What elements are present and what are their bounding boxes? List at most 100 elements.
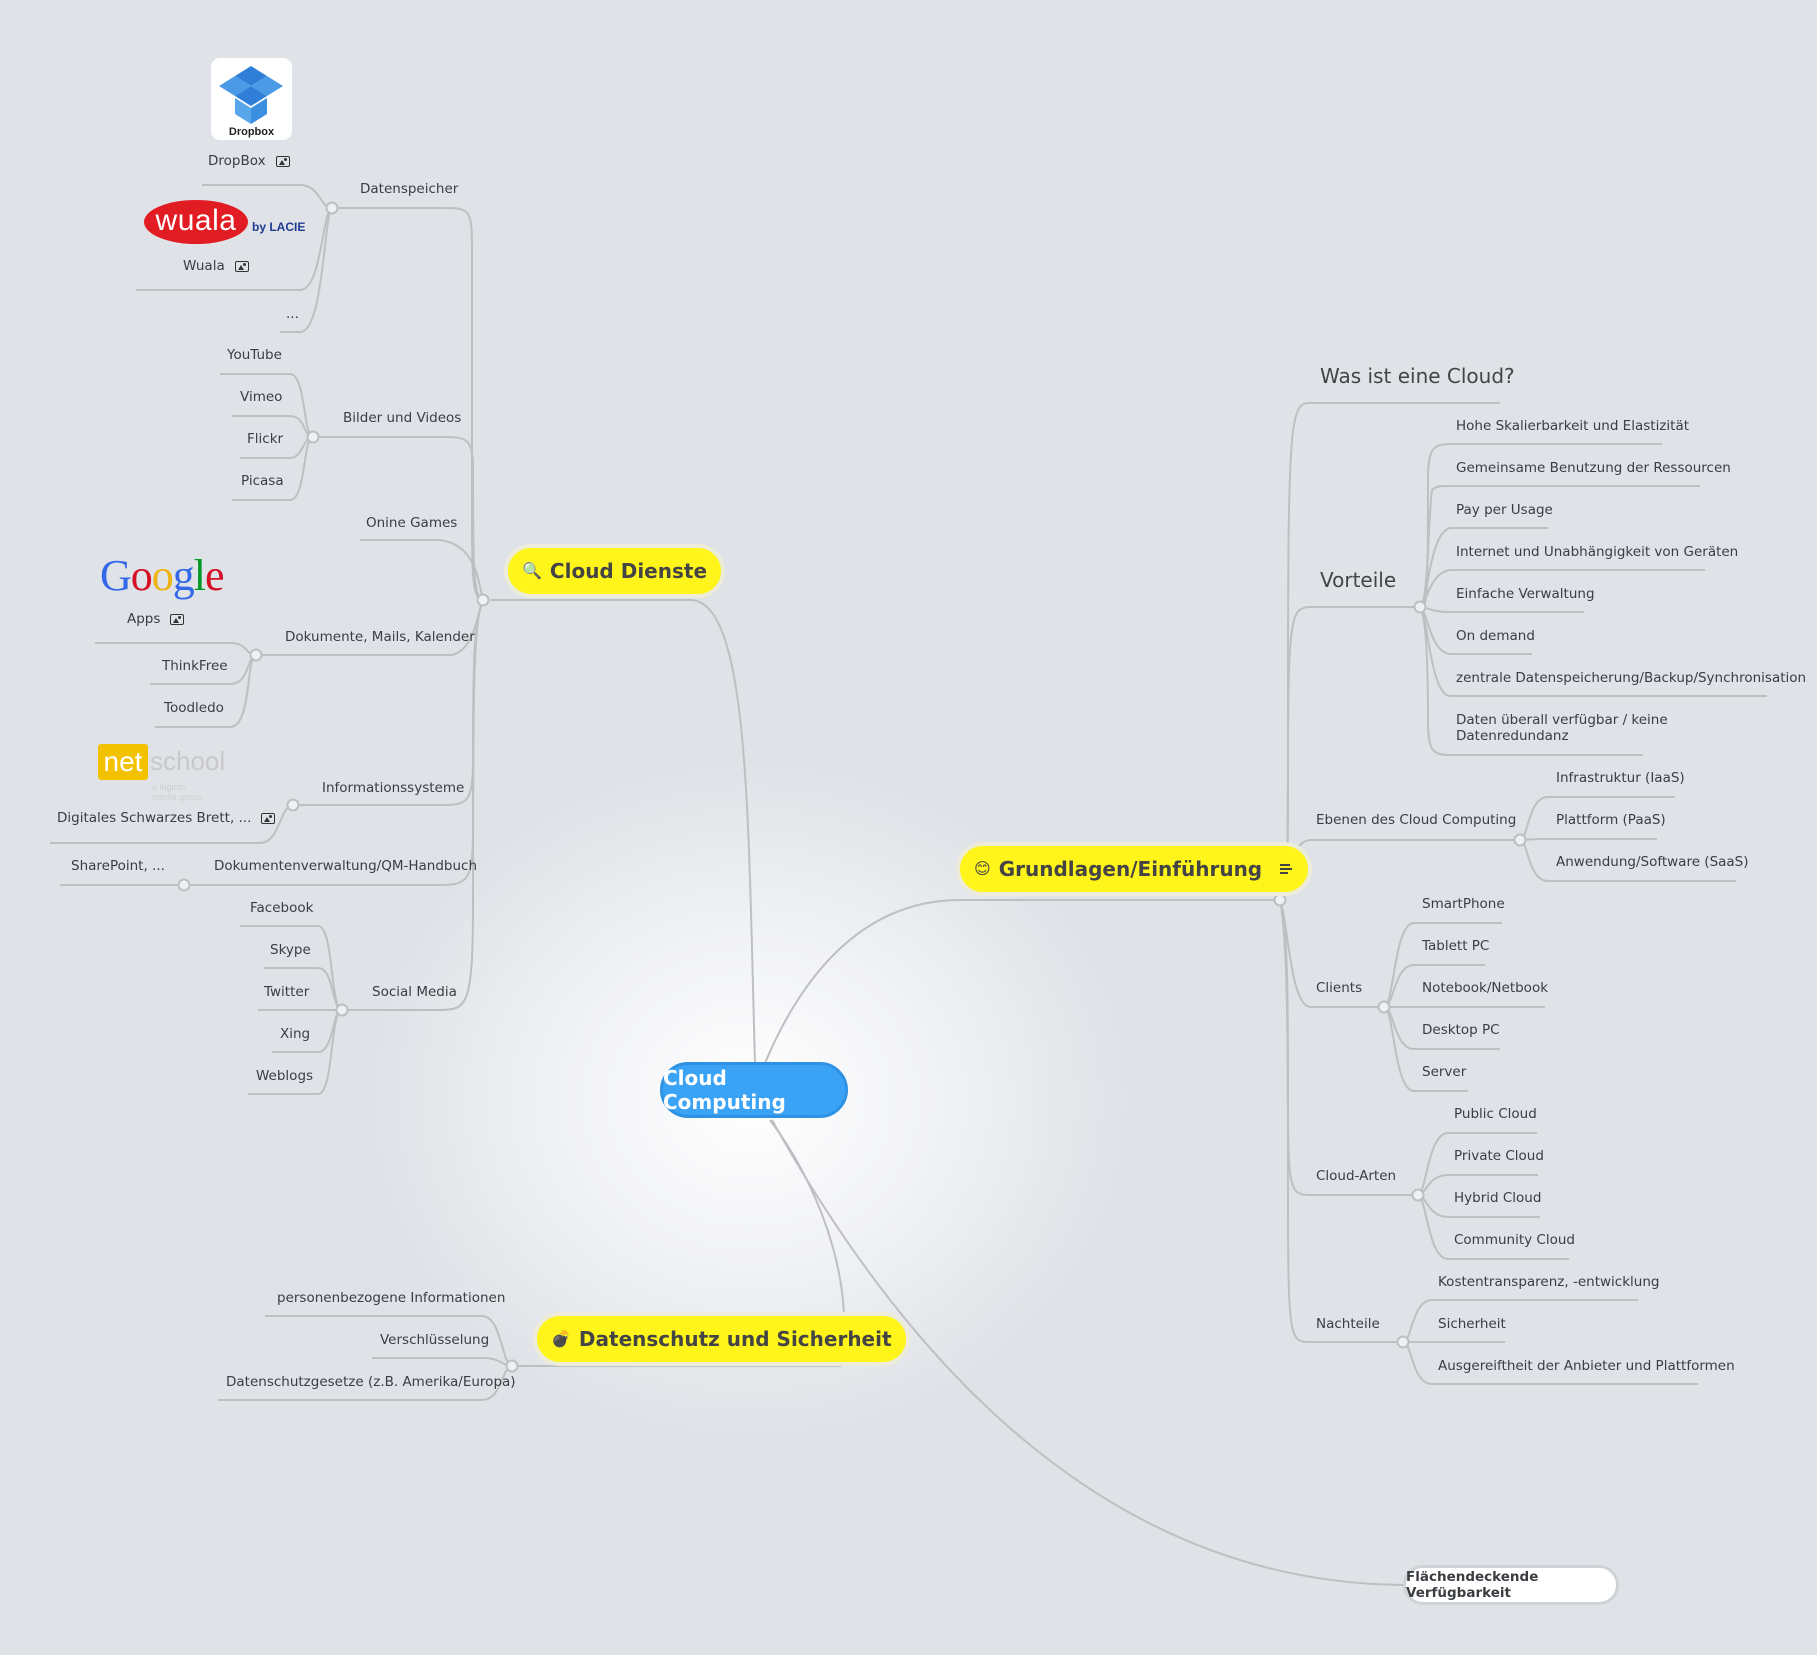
netschool-logo-text: school [150,746,226,776]
node-datenspeicher[interactable]: Datenspeicher [360,181,459,197]
node-kostentransparenz[interactable]: Kostentransparenz, -entwicklung [1438,1274,1660,1290]
node-clients[interactable]: Clients [1316,980,1363,996]
node-vorteil-1[interactable]: Hohe Skalierbarkeit und Elastizität [1456,418,1690,434]
node-smartphone[interactable]: SmartPhone [1422,896,1505,912]
node-informationssysteme[interactable]: Informationssysteme [322,780,465,796]
node-vorteil-2[interactable]: Gemeinsame Benutzung der Ressourcen [1456,460,1731,476]
node-sharepoint[interactable]: SharePoint, ... [71,858,165,874]
node-community-cloud[interactable]: Community Cloud [1454,1232,1575,1248]
dropbox-logo-text: Dropbox [228,126,275,138]
node-toodledo[interactable]: Toodledo [164,700,224,716]
image-icon[interactable] [261,812,276,824]
node-dokumentenverwaltung[interactable]: Dokumentenverwaltung/QM-Handbuch [214,858,478,874]
node-vorteil-7[interactable]: zentrale Datenspeicherung/Backup/Synchro… [1456,670,1807,686]
node-public-cloud[interactable]: Public Cloud [1454,1106,1537,1122]
topic-label: Flächendeckende Verfügbarkeit [1406,1569,1539,1601]
connector-cd-games [360,539,484,601]
node-datenschutzgesetze[interactable]: Datenschutzgesetze (z.B. Amerika/Europa) [226,1374,516,1390]
node-nachteile[interactable]: Nachteile [1316,1316,1380,1332]
topic-verfuegbarkeit[interactable]: Flächendeckende Verfügbarkeit [1403,1565,1619,1605]
apps-label: Apps [127,611,161,627]
connector-root-grundlagen [764,899,1280,1064]
node-weblogs[interactable]: Weblogs [256,1068,314,1084]
node-dokumente[interactable]: Dokumente, Mails, Kalender [285,629,475,645]
node-thinkfree[interactable]: ThinkFree [162,658,228,674]
node-private-cloud[interactable]: Private Cloud [1454,1148,1544,1164]
connector-cd-datenspeicher [332,207,484,601]
topic-cloud-dienste[interactable]: 🔍 Cloud Dienste [504,544,726,598]
connector-cd-bilder [313,436,484,601]
node-vorteil-8-line1[interactable]: Daten überall verfügbar / keine [1456,712,1668,728]
node-wuala[interactable]: Wuala [183,258,249,274]
node-twitter[interactable]: Twitter [264,984,310,1000]
node-cloud-arten[interactable]: Cloud-Arten [1316,1168,1397,1184]
node-vimeo[interactable]: Vimeo [240,389,283,405]
node-facebook[interactable]: Facebook [250,900,314,916]
image-icon[interactable] [275,155,290,167]
node-vorteil-3[interactable]: Pay per Usage [1456,502,1553,518]
node-dropbox[interactable]: DropBox [208,153,290,169]
node-vorteil-4[interactable]: Internet und Unabhängigkeit von Geräten [1456,544,1739,560]
node-youtube[interactable]: YouTube [227,347,282,363]
node-tablett[interactable]: Tablett PC [1422,938,1490,954]
node-xing[interactable]: Xing [280,1026,311,1042]
node-ausgereiftheit[interactable]: Ausgereiftheit der Anbieter und Plattfor… [1438,1358,1735,1374]
netschool-logo-sub: a loginfo media group [152,782,203,802]
hub-datenspeicher [325,201,339,215]
node-apps[interactable]: Apps [127,611,185,627]
node-social-media[interactable]: Social Media [372,984,457,1000]
node-notebook[interactable]: Notebook/Netbook [1422,980,1549,996]
node-vorteile[interactable]: Vorteile [1320,568,1397,592]
node-paas[interactable]: Plattform (PaaS) [1556,812,1666,828]
node-online-games[interactable]: Onine Games [366,515,458,531]
node-bilder-videos[interactable]: Bilder und Videos [343,410,462,426]
dropbox-box-icon [219,66,283,124]
node-picasa[interactable]: Picasa [241,473,284,489]
connector-cd-dokumente [256,599,484,656]
root-label: Cloud Computing [663,1066,786,1114]
smiley-icon: 😊 [974,859,991,878]
topic-label: Grundlagen/Einführung [998,857,1263,881]
node-was-ist-cloud[interactable]: Was ist eine Cloud? [1320,364,1515,388]
image-icon[interactable] [234,260,249,272]
image-icon[interactable] [170,613,185,625]
root-node[interactable]: Cloud Computing [660,1062,848,1118]
magnifier-icon: 🔍 [522,561,542,580]
node-desktop[interactable]: Desktop PC [1422,1022,1500,1038]
digitales-brett-label: Digitales Schwarzes Brett, ... [57,810,252,826]
node-personenbezogen[interactable]: personenbezogene Informationen [277,1290,506,1306]
node-server[interactable]: Server [1422,1064,1467,1080]
connector-root-verfuegbarkeit [771,1119,1409,1586]
topic-datenschutz[interactable]: 💣 Datenschutz und Sicherheit [533,1312,910,1366]
node-more[interactable]: ... [286,306,299,322]
node-hybrid-cloud[interactable]: Hybrid Cloud [1454,1190,1542,1206]
node-skype[interactable]: Skype [270,942,311,958]
topic-grundlagen[interactable]: 😊 Grundlagen/Einführung [956,842,1313,896]
connector-more [280,207,333,333]
dropbox-label: DropBox [208,153,266,169]
node-digitales-brett[interactable]: Digitales Schwarzes Brett, ... [57,810,276,826]
node-iaas[interactable]: Infrastruktur (IaaS) [1556,770,1685,786]
dropbox-logo: Dropbox [211,58,292,140]
node-ebenen[interactable]: Ebenen des Cloud Computing [1316,812,1517,828]
topic-label: Datenschutz und Sicherheit [578,1327,892,1351]
wuala-label: Wuala [183,258,225,274]
node-saas[interactable]: Anwendung/Software (SaaS) [1556,854,1749,870]
google-logo: Google [100,551,225,600]
node-vorteil-8-line2[interactable]: Datenredundanz [1456,728,1569,744]
node-sicherheit[interactable]: Sicherheit [1438,1316,1506,1332]
node-flickr[interactable]: Flickr [247,431,284,447]
wuala-logo-text: wuala [144,200,248,244]
bomb-icon: 💣 [551,1329,571,1348]
netschool-logo: net school a loginfo media group [98,744,225,802]
node-vorteil-6[interactable]: On demand [1456,628,1535,644]
node-vorteil-5[interactable]: Einfache Verwaltung [1456,586,1595,602]
netschool-logo-box: net [98,744,148,780]
topic-label: Cloud Dienste [549,559,708,583]
connector-root-clouddienste [490,599,756,1064]
node-verschluesselung[interactable]: Verschlüsselung [380,1332,490,1348]
wuala-logo-by: by LACIE [252,220,306,234]
notes-icon[interactable] [1280,863,1294,875]
